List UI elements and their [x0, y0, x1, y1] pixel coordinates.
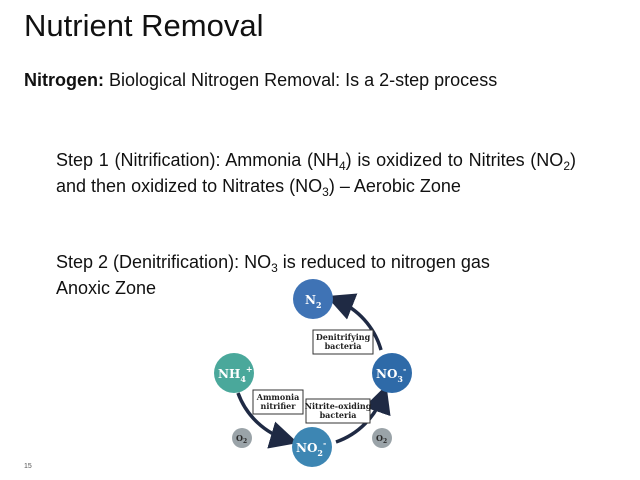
svg-text:bacteria: bacteria	[325, 341, 362, 351]
step2-sub-a: 3	[271, 261, 278, 275]
step2-text-a: Step 2 (Denitrification): NO	[56, 252, 272, 272]
svg-text:NO3-: NO3-	[376, 364, 406, 384]
svg-text:NO2-: NO2-	[296, 438, 326, 458]
step1-paragraph: Step 1 (Nitrification): Ammonia (NH4) is…	[56, 147, 576, 199]
nh4-node: NH4+	[214, 353, 254, 393]
step2-line2: Anoxic Zone	[56, 278, 157, 298]
svg-text:N2: N2	[305, 293, 322, 310]
step1-text-a: Step 1 (Nitrification): Ammonia (NH	[56, 150, 339, 170]
slide-title: Nutrient Removal	[24, 8, 264, 43]
arrow-nh4-to-no2	[236, 392, 299, 449]
arrow-no2-to-no3	[335, 385, 391, 444]
step1-sub-a: 4	[338, 159, 346, 173]
step1-sub-b: 2	[563, 159, 570, 173]
denitrifying-bacteria-label: Denitrifying bacteria	[312, 329, 374, 355]
step1-text-c: ) and then oxidized to Nitrates (NO	[56, 150, 576, 196]
arrow-no3-to-n2	[326, 293, 383, 351]
svg-text:Denitrifying: Denitrifying	[316, 332, 371, 342]
o2-marker-left: O2	[232, 428, 252, 448]
step2-text-b: is reduced to nitrogen gas	[277, 252, 490, 272]
step2-paragraph: Step 2 (Denitrification): NO3 is reduced…	[56, 249, 576, 301]
svg-text:nitrifier: nitrifier	[261, 401, 297, 411]
svg-text:bacteria: bacteria	[320, 410, 357, 420]
svg-text:O2: O2	[236, 433, 247, 445]
intro-text: Biological Nitrogen Removal: Is a 2-step…	[109, 70, 498, 90]
no3-node: NO3-	[372, 353, 412, 393]
ammonia-nitrifier-label: Ammonia nitrifier	[252, 389, 304, 415]
svg-text:NH4+: NH4+	[218, 364, 253, 384]
svg-text:Nitrite-oxiding: Nitrite-oxiding	[305, 401, 372, 411]
svg-text:O2: O2	[376, 433, 387, 445]
nitrite-oxiding-bacteria-label: Nitrite-oxiding bacteria	[305, 398, 372, 424]
step1-sub-c: 3	[322, 185, 329, 199]
step1-text-d: ) – Aerobic Zone	[328, 176, 461, 196]
no2-node: NO2-	[292, 427, 332, 467]
page-number: 15	[24, 463, 32, 470]
nitrogen-cycle-diagram: N2 NO3- NH4+ NO2- O2 O2 Denitrifying bac…	[214, 279, 412, 467]
o2-marker-right: O2	[372, 428, 392, 448]
step1-text-b: ) is oxidized to Nitrites (NO	[345, 150, 564, 170]
intro-lead: Nitrogen:	[24, 70, 104, 90]
svg-text:Ammonia: Ammonia	[256, 392, 300, 402]
intro-paragraph: Nitrogen: Biological Nitrogen Removal: I…	[24, 68, 524, 93]
n2-node: N2	[293, 279, 333, 319]
